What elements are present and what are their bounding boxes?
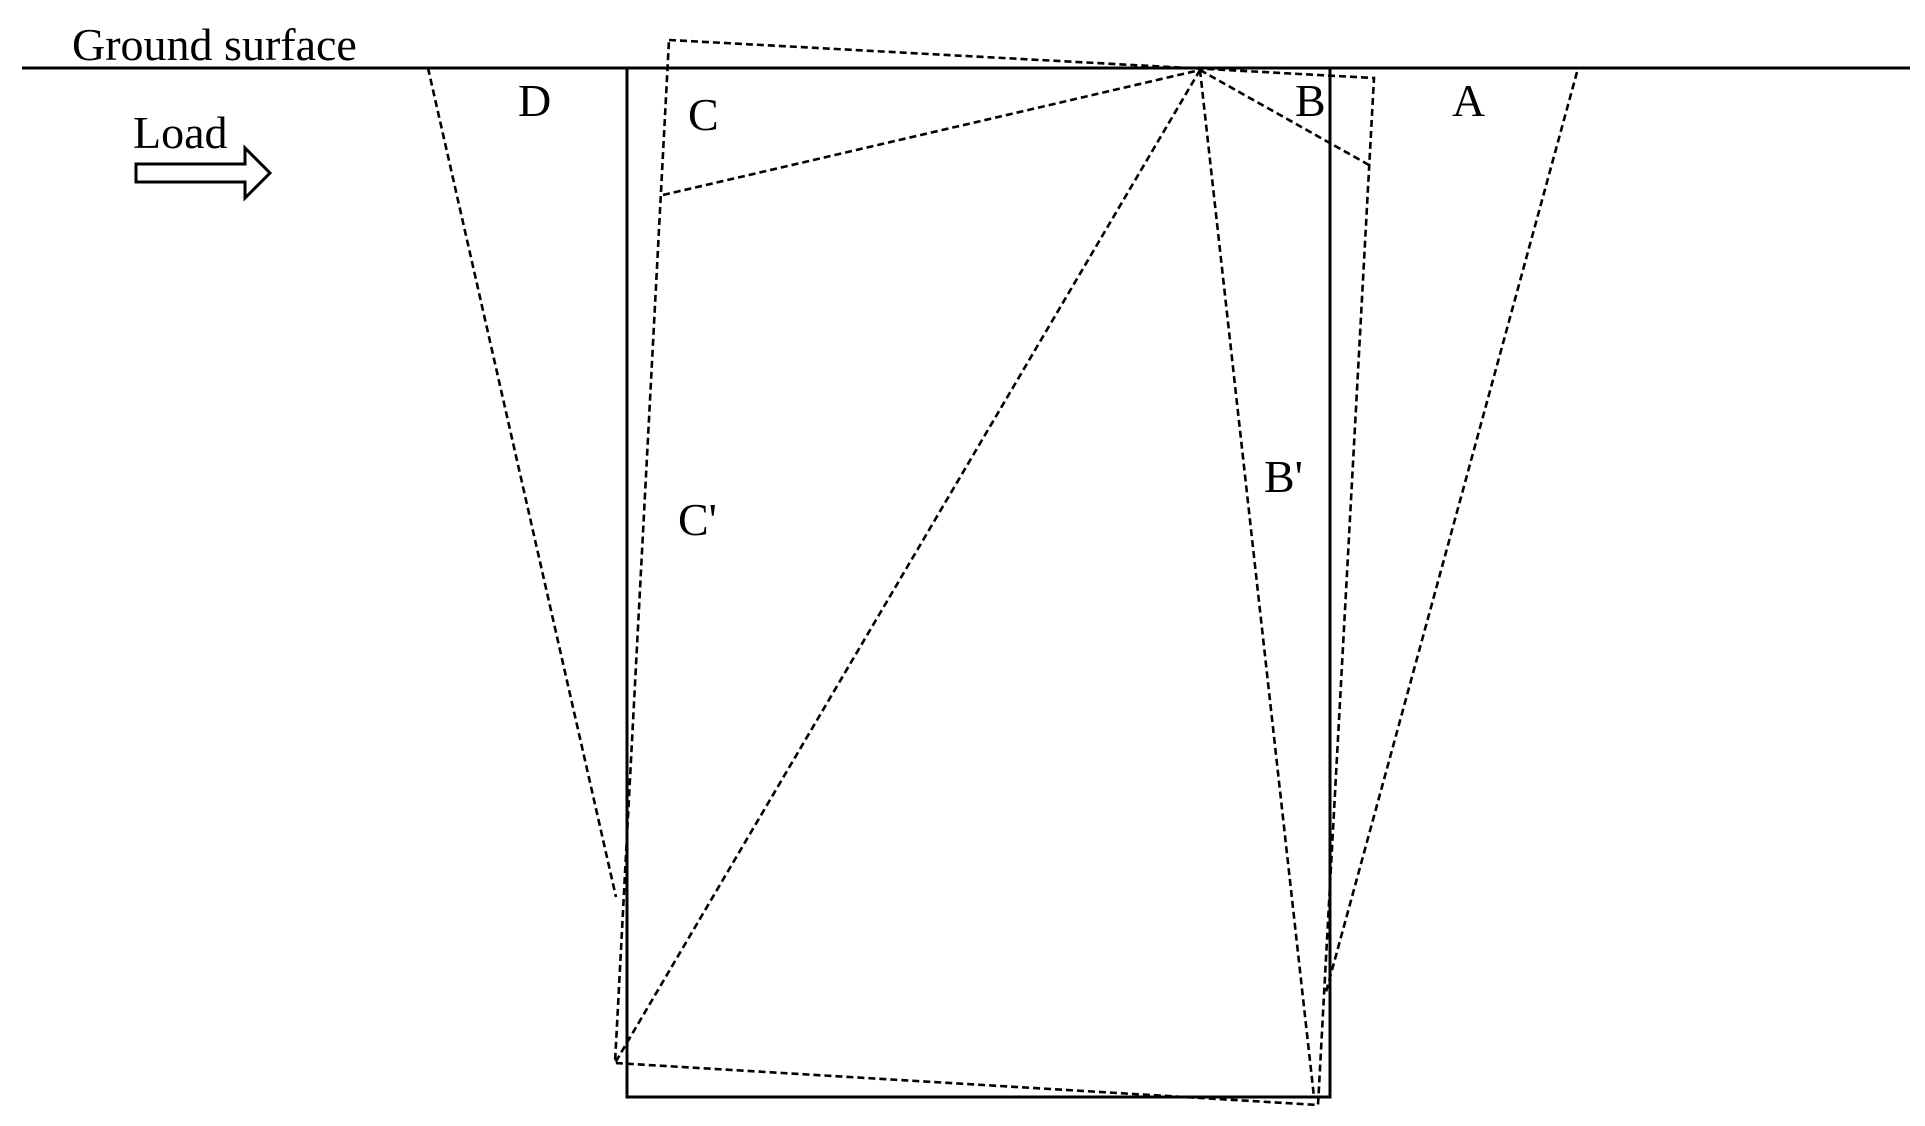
region-label-b: B [1295,75,1326,126]
region-label-c: C [688,89,719,140]
load-label: Load [133,107,228,158]
region-label-b-prime: B' [1264,451,1303,502]
wedge-line-diagonal [613,69,1202,1064]
region-label-d: D [518,75,551,126]
ground-surface-label: Ground surface [72,19,357,70]
wedge-line-a-right [1324,71,1579,993]
wedge-line-b-top [1199,68,1370,167]
rotated-foundation-outline [613,38,1376,1107]
original-foundation-outline [625,68,1332,1099]
wedge-line-b-prime [1198,69,1316,1098]
region-label-c-prime: C' [678,494,717,545]
load-arrow-icon [134,144,273,202]
wedge-line-c-top [662,68,1201,197]
wedge-line-d-left [426,67,618,898]
region-label-a: A [1452,75,1485,126]
